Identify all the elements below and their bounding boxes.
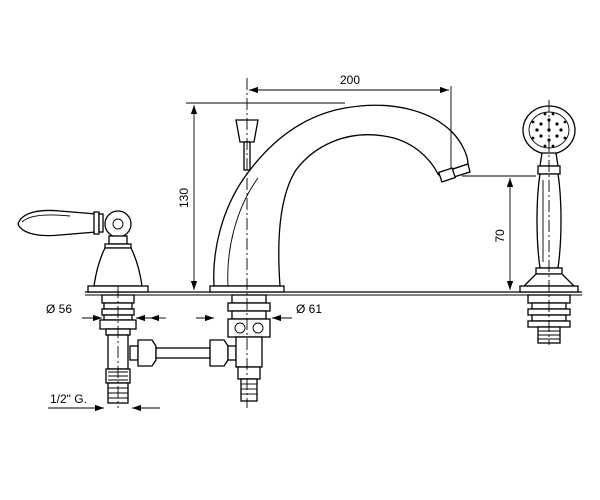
label-diameter-center: Ø 61: [296, 302, 322, 316]
dimension-height-total: 130: [177, 102, 345, 290]
label-thread: 1/2" G.: [50, 392, 87, 406]
connecting-pipe: [129, 339, 237, 367]
dimension-diameter-left: Ø 56: [46, 302, 156, 322]
label-height-total: 130: [177, 188, 191, 208]
lever-handle: [17, 209, 149, 293]
dimension-thread: 1/2" G.: [48, 392, 160, 412]
label-shower-height: 70: [493, 229, 507, 243]
dimension-diameter-center: Ø 61: [272, 302, 322, 322]
shower-nozzles: [531, 112, 567, 148]
deck-line: [85, 291, 582, 296]
label-spout-reach: 200: [340, 73, 360, 87]
center-lines: [117, 78, 550, 408]
dimension-spout-reach: 200: [249, 73, 452, 168]
dimension-shower-height: 70: [462, 175, 536, 290]
spout-valve-body: [227, 294, 271, 402]
label-diameter-left: Ø 56: [46, 302, 72, 316]
